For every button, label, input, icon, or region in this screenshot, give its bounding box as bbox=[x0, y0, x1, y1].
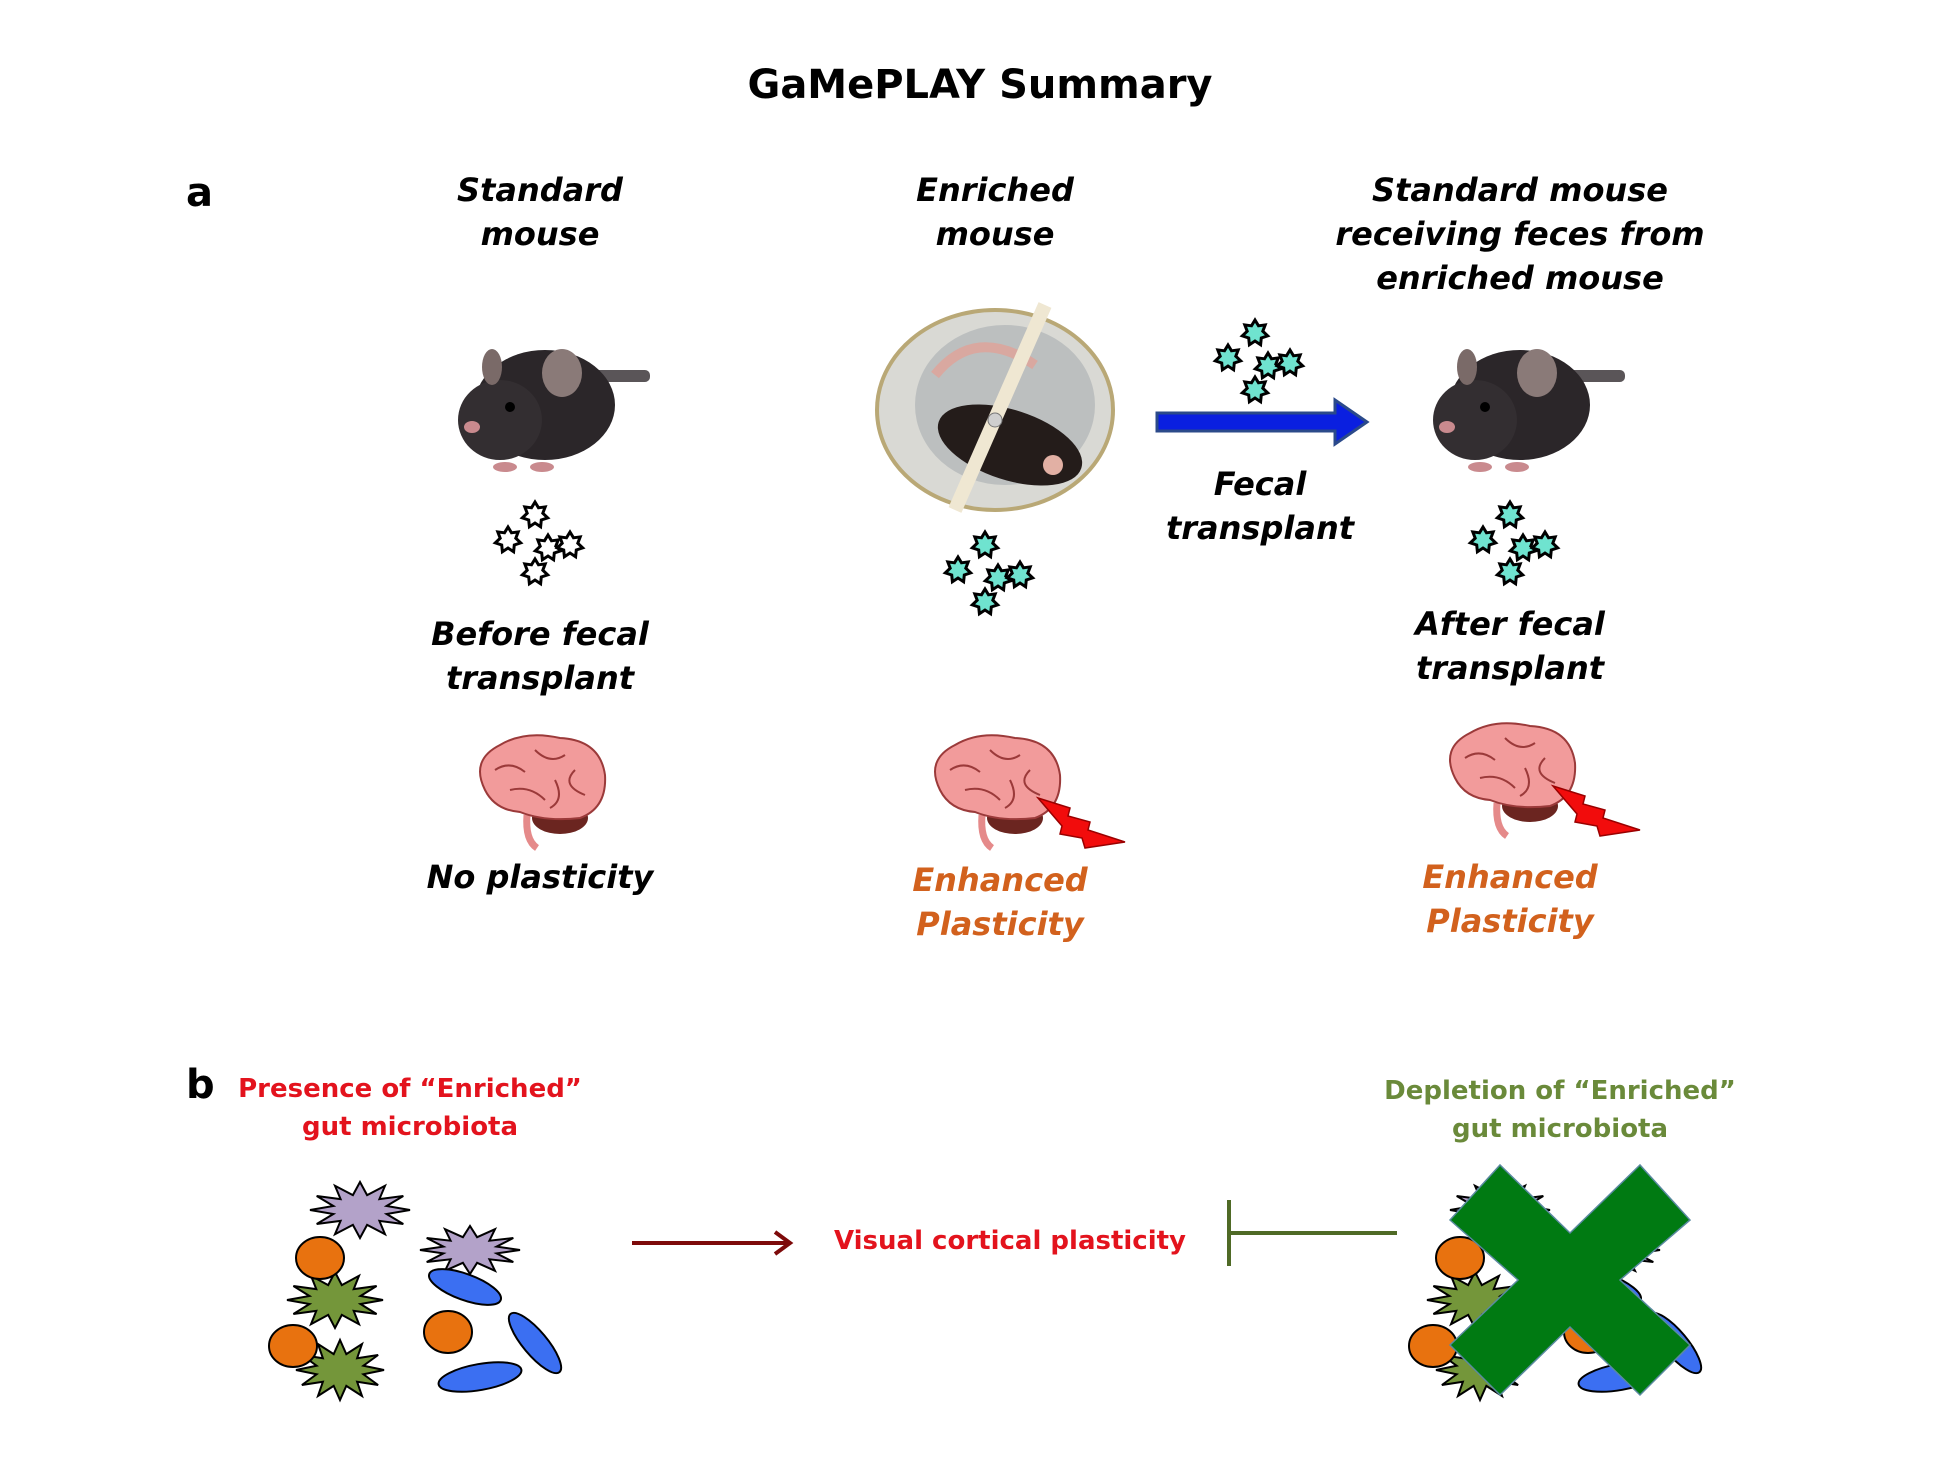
standard-microbiota-cluster bbox=[492, 499, 586, 587]
microbe-star-icon bbox=[982, 562, 1014, 593]
standard-mouse-heading: Standard mouse bbox=[390, 168, 690, 256]
label-line: transplant bbox=[1415, 649, 1605, 687]
heading-line: Enriched bbox=[916, 171, 1074, 209]
lightning-bolt-icon bbox=[1550, 784, 1641, 837]
inhibits-arrow bbox=[1227, 1200, 1397, 1266]
microbe-star-icon bbox=[519, 556, 551, 587]
label-line: Depletion of “Enriched” bbox=[1384, 1076, 1736, 1106]
arrow-head-icon bbox=[773, 1230, 794, 1256]
microbe-star-icon bbox=[1494, 499, 1526, 530]
fecal-transplant-arrow bbox=[1155, 397, 1370, 447]
label-line: After fecal bbox=[1415, 605, 1605, 643]
fecal-transplant-label: Fecal transplant bbox=[1140, 462, 1380, 550]
heading-line: enriched mouse bbox=[1376, 259, 1664, 297]
microbe-star-icon bbox=[1252, 350, 1284, 381]
microbe-star-icon bbox=[1529, 529, 1561, 560]
depletion-label: Depletion of “Enriched” gut microbiota bbox=[1370, 1072, 1750, 1148]
microbe-star-icon bbox=[942, 554, 974, 585]
standard-mouse-image bbox=[458, 349, 650, 472]
after-transplant-label: After fecal transplant bbox=[1360, 602, 1660, 690]
microbe-star-icon bbox=[1507, 532, 1539, 563]
label-line: Enhanced bbox=[912, 861, 1088, 899]
mouse-icon bbox=[1433, 349, 1625, 472]
running-wheel-icon bbox=[875, 302, 1115, 513]
bacterium-rod-icon bbox=[428, 1268, 502, 1306]
label-line: Before fecal bbox=[431, 615, 649, 653]
label-line: transplant bbox=[1165, 509, 1355, 547]
no-plasticity-label: No plasticity bbox=[390, 855, 690, 899]
microbe-star-icon bbox=[519, 499, 551, 530]
label-line: Plasticity bbox=[916, 905, 1084, 943]
brain-icon bbox=[479, 734, 607, 851]
label-line: Fecal bbox=[1213, 465, 1307, 503]
bacterium-spiky-icon bbox=[295, 1337, 385, 1403]
microbe-star-icon bbox=[1467, 524, 1499, 555]
label-line: Enhanced bbox=[1422, 858, 1598, 896]
recipient-microbiota-cluster bbox=[1467, 499, 1561, 587]
microbe-star-icon bbox=[1494, 556, 1526, 587]
enriched-mouse-wheel-image bbox=[875, 302, 1115, 513]
depletion-cross-icon bbox=[1448, 1163, 1692, 1397]
microbe-star-icon bbox=[1239, 317, 1271, 348]
bacterium-spiky-icon bbox=[286, 1269, 384, 1331]
panel-b-letter: b bbox=[186, 1062, 215, 1108]
transplant-microbiota-cluster bbox=[1212, 317, 1306, 405]
lightning-bolt-icon bbox=[1035, 796, 1126, 849]
label-line: No plasticity bbox=[426, 858, 654, 896]
heading-line: Standard bbox=[457, 171, 623, 209]
label-line: gut microbiota bbox=[1451, 1114, 1669, 1144]
figure-title: GaMePLAY Summary bbox=[747, 62, 1213, 108]
label-line: gut microbiota bbox=[301, 1112, 519, 1142]
bacterium-rod-icon bbox=[437, 1361, 523, 1393]
arrow-right-icon bbox=[1155, 397, 1370, 447]
panel-a-letter: a bbox=[186, 170, 213, 216]
enriched-microbiota-illustration bbox=[268, 1179, 563, 1403]
microbe-star-icon bbox=[532, 532, 564, 563]
microbe-star-icon bbox=[1239, 374, 1271, 405]
microbe-star-icon bbox=[492, 524, 524, 555]
bacterium-coccus-icon bbox=[423, 1310, 473, 1354]
bacterium-coccus-icon bbox=[268, 1324, 318, 1368]
bacterium-coccus-icon bbox=[295, 1236, 345, 1280]
mouse-icon bbox=[458, 349, 650, 472]
enriched-mouse-heading: Enriched mouse bbox=[845, 168, 1145, 256]
brain-standard bbox=[479, 734, 607, 851]
brain-icon bbox=[934, 734, 1062, 851]
presence-label: Presence of “Enriched” gut microbiota bbox=[230, 1070, 590, 1146]
brain-recipient bbox=[1449, 722, 1641, 839]
bacterium-rod-icon bbox=[507, 1311, 563, 1375]
bacterium-coccus-icon bbox=[1435, 1236, 1485, 1280]
label-line: transplant bbox=[445, 659, 635, 697]
promotes-arrow bbox=[632, 1230, 794, 1256]
heading-line: Standard mouse bbox=[1372, 171, 1668, 209]
brain-enriched bbox=[934, 734, 1126, 851]
enriched-microbiota-cluster bbox=[942, 529, 1036, 617]
enhanced-plasticity-label-enriched: Enhanced Plasticity bbox=[860, 858, 1140, 946]
label-line: Plasticity bbox=[1426, 902, 1594, 940]
recipient-mouse-heading: Standard mouse receiving feces from enri… bbox=[1300, 168, 1740, 300]
heading-line: mouse bbox=[935, 215, 1055, 253]
bacterium-spiky-icon bbox=[309, 1179, 411, 1241]
microbe-star-icon bbox=[1212, 342, 1244, 373]
heading-line: mouse bbox=[480, 215, 600, 253]
enhanced-plasticity-label-recipient: Enhanced Plasticity bbox=[1370, 855, 1650, 943]
before-transplant-label: Before fecal transplant bbox=[390, 612, 690, 700]
microbe-star-icon bbox=[1274, 347, 1306, 378]
microbe-star-icon bbox=[1004, 559, 1036, 590]
microbe-star-icon bbox=[969, 529, 1001, 560]
heading-line: receiving feces from bbox=[1335, 215, 1705, 253]
microbe-star-icon bbox=[554, 529, 586, 560]
brain-icon bbox=[1449, 722, 1577, 839]
label-line: Presence of “Enriched” bbox=[238, 1074, 582, 1104]
visual-cortical-plasticity-label: Visual cortical plasticity bbox=[833, 1226, 1186, 1256]
recipient-mouse-image bbox=[1433, 349, 1625, 472]
bacterium-spiky-icon bbox=[419, 1224, 521, 1276]
microbe-star-icon bbox=[969, 586, 1001, 617]
